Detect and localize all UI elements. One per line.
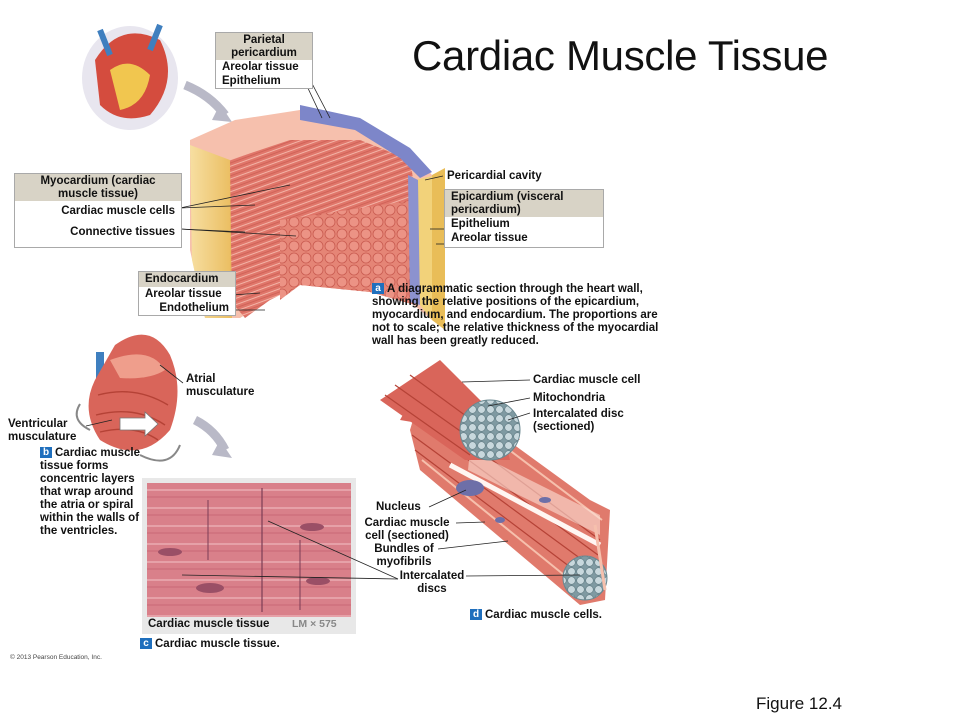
cardiac-muscle-cell-label: Cardiac muscle cell xyxy=(533,374,641,386)
cardiac-muscle-cell-sectioned-label: Cardiac muscle cell (sectioned) xyxy=(364,517,450,542)
figure-number: Figure 12.4 xyxy=(756,694,842,713)
intercalated-discs-label: Intercalated discs xyxy=(399,570,465,595)
parietal-epithelium-label: Epithelium xyxy=(222,75,281,87)
badge-c: c xyxy=(140,638,152,649)
caption-d-text: Cardiac muscle cells. xyxy=(485,609,602,621)
myocardium-heading: Myocardium (cardiac muscle tissue) xyxy=(15,174,181,201)
endothelium-label: Endothelium xyxy=(159,301,229,314)
badge-b: b xyxy=(40,447,52,458)
ventricular-musculature-label: Ventricular musculature xyxy=(8,418,77,443)
epicardium-heading: Epicardium (visceral pericardium) xyxy=(445,190,603,217)
epicardium-box: Epicardium (visceral pericardium) Epithe… xyxy=(444,189,604,248)
badge-d: d xyxy=(470,609,482,620)
pericardial-cavity-label: Pericardial cavity xyxy=(447,170,542,182)
slide-title: Cardiac Muscle Tissue xyxy=(412,32,829,79)
intercalated-disc-sectioned-label: Intercalated disc (sectioned) xyxy=(533,408,624,433)
leader-lines-b xyxy=(85,364,184,427)
epicardium-areolar-tissue-label: Areolar tissue xyxy=(451,232,528,244)
micrograph-label: Cardiac muscle tissue xyxy=(148,618,270,630)
connective-tissues-label: Connective tissues xyxy=(70,226,175,238)
magnification-label: LM × 575 xyxy=(292,618,337,630)
atrial-musculature-label: Atrial musculature xyxy=(186,373,255,398)
nucleus-label: Nucleus xyxy=(376,501,421,513)
leader-lines-d xyxy=(181,379,581,580)
heart-musculature-b xyxy=(75,334,232,462)
epicardium-epithelium-label: Epithelium xyxy=(451,218,510,230)
micrograph-c xyxy=(142,478,356,634)
copyright-notice: © 2013 Pearson Education, Inc. xyxy=(10,654,102,661)
parietal-pericardium-heading: Parietal pericardium xyxy=(216,33,312,60)
myocardium-box: Myocardium (cardiac muscle tissue) Cardi… xyxy=(14,173,182,248)
bundles-of-myofibrils-label: Bundles of myofibrils xyxy=(374,543,434,568)
caption-b-text: Cardiac muscle tissue forms concentric l… xyxy=(40,447,141,537)
caption-c-text: Cardiac muscle tissue. xyxy=(155,638,280,650)
mitochondria-label: Mitochondria xyxy=(533,392,606,404)
heart-thumbnail-a xyxy=(82,23,232,130)
heart-wall-block xyxy=(190,105,445,330)
endocardium-heading: Endocardium xyxy=(139,272,235,287)
parietal-areolar-tissue-label: Areolar tissue xyxy=(222,61,299,73)
cardiac-muscle-cells-label: Cardiac muscle cells xyxy=(61,205,175,217)
caption-a-text: A diagrammatic section through the heart… xyxy=(372,283,659,347)
muscle-cells-d xyxy=(380,360,610,605)
parietal-pericardium-box: Parietal pericardium Areolar tissue Epit… xyxy=(215,32,313,89)
endocardium-box: Endocardium Areolar tissue Endothelium xyxy=(138,271,236,316)
badge-a: a xyxy=(372,283,384,294)
endocardium-areolar-tissue-label: Areolar tissue xyxy=(145,287,222,300)
